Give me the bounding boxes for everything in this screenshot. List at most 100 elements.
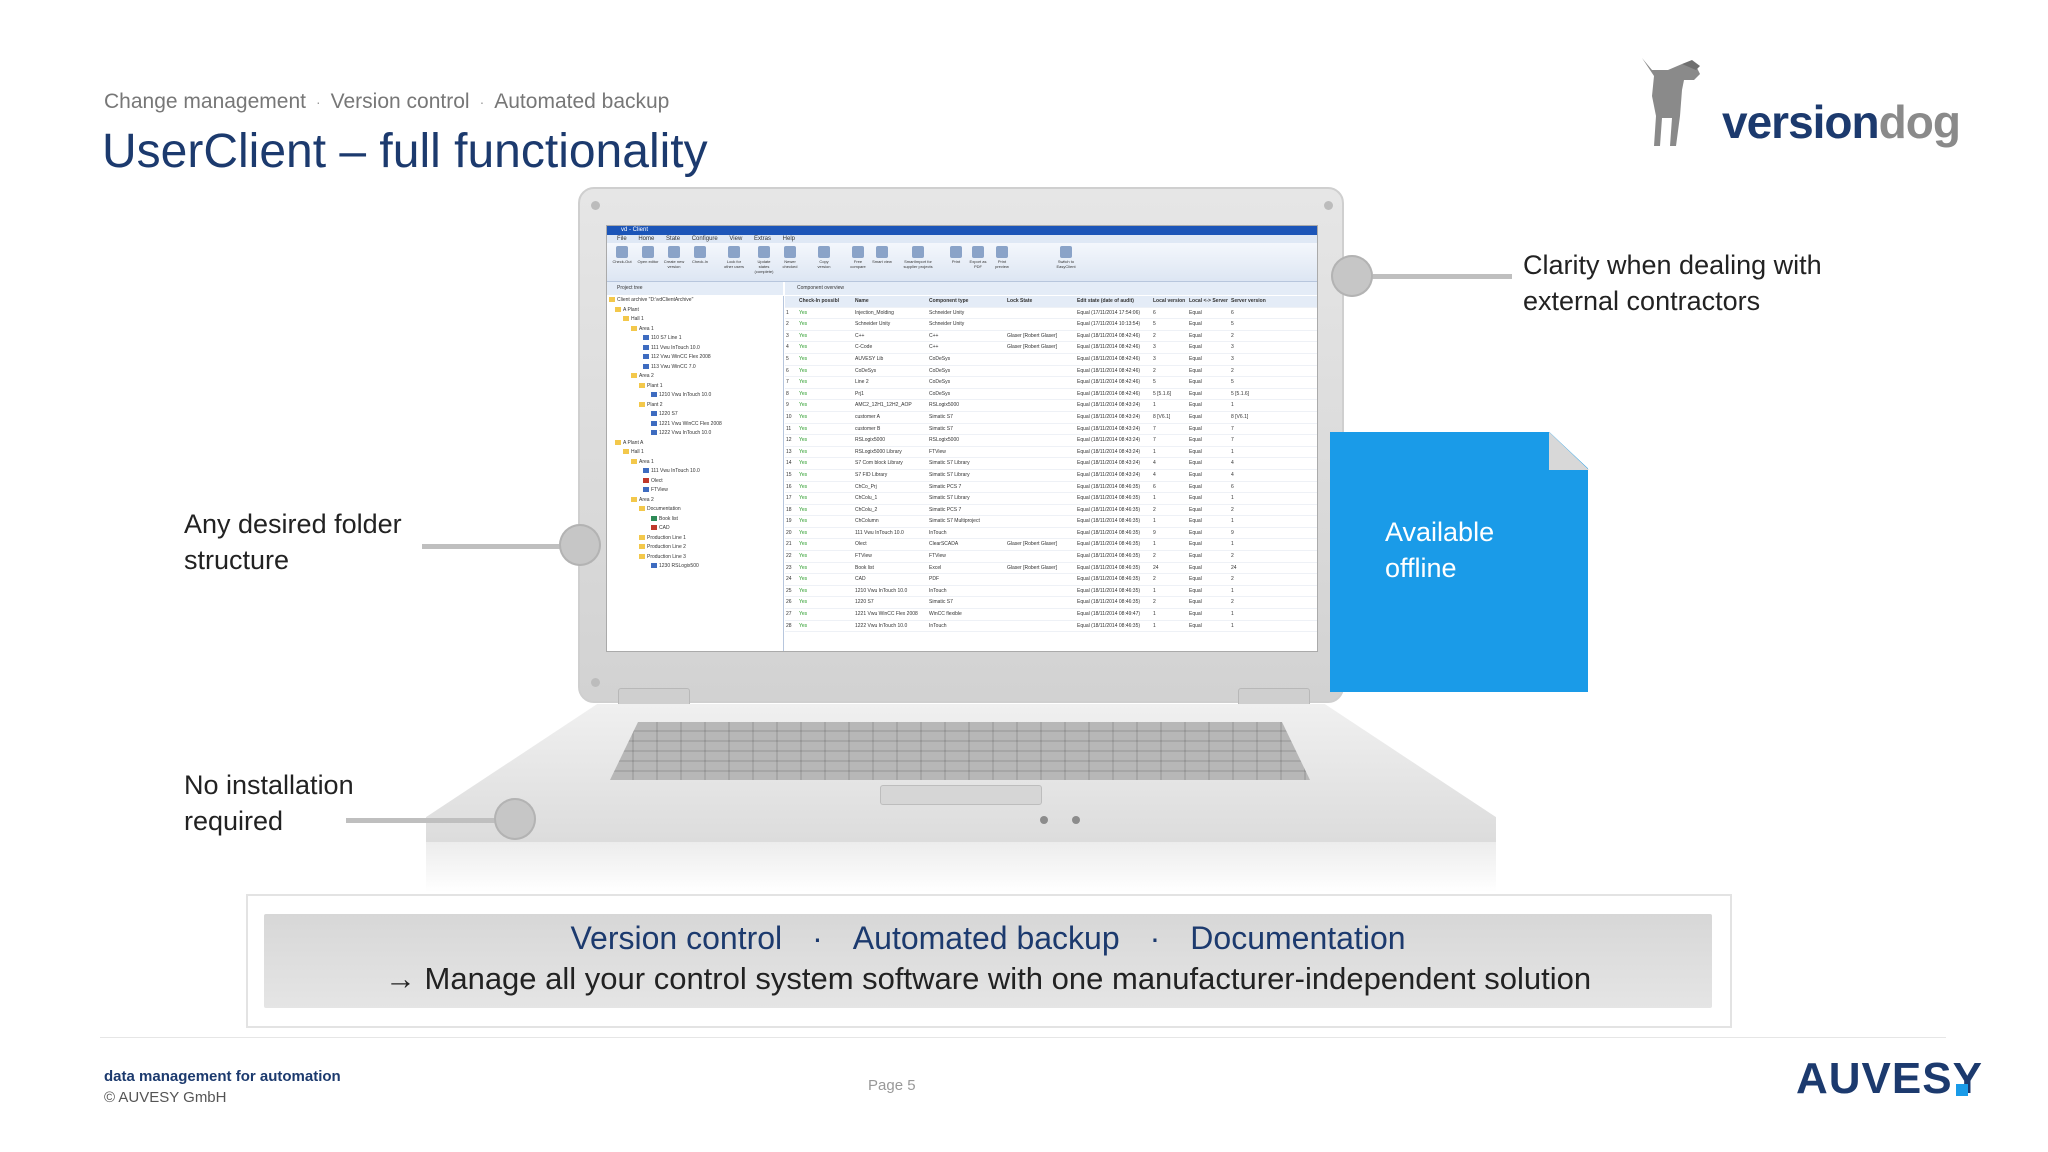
tree-item[interactable]: FTView [607, 486, 783, 496]
column-header[interactable]: Local version [1153, 298, 1186, 304]
tree-item[interactable]: 111 Vwu InTouch 10.0 [607, 344, 783, 354]
column-header[interactable]: Component type [929, 298, 969, 304]
column-header[interactable]: Lock State [1007, 298, 1033, 304]
ribbon-print-preview-button[interactable]: Print preview [991, 246, 1013, 269]
tree-item[interactable]: Plant 2 [607, 401, 783, 411]
table-cell: Line 2 [855, 379, 869, 386]
ribbon-smartimport-button[interactable]: SmartImport for supplier projects [899, 246, 937, 269]
tree-item[interactable]: A Plant [607, 306, 783, 316]
column-header[interactable]: Server version [1231, 298, 1266, 304]
tree-item[interactable]: Documentation [607, 505, 783, 515]
tree-item[interactable]: 111 Vwu InTouch 10.0 [607, 467, 783, 477]
ribbon-copy-version-button[interactable]: Copy version [813, 246, 835, 269]
menu-configure[interactable]: Configure [691, 236, 718, 242]
tree-item[interactable]: 1222 Vwu InTouch 10.0 [607, 429, 783, 439]
banner-tagline: → Manage all your control system softwar… [264, 961, 1712, 997]
tree-item[interactable]: Production Line 1 [607, 534, 783, 544]
tree-item[interactable]: Hall 1 [607, 448, 783, 458]
menu-view[interactable]: View [729, 236, 743, 242]
menu-help[interactable]: Help [782, 236, 796, 242]
ribbon-create-version-button[interactable]: Create new version [663, 246, 685, 269]
component-grid[interactable]: Check-In possible Name Component type Lo… [785, 296, 1317, 651]
tree-item[interactable]: Area 2 [607, 372, 783, 382]
tree-item[interactable]: Olect [607, 477, 783, 487]
ribbon-update-states-button[interactable]: Update states (complete) [753, 246, 775, 274]
ribbon-check-out-button[interactable]: Check-Out [611, 246, 633, 264]
menu-state[interactable]: State [666, 236, 681, 242]
ribbon-open-editor-button[interactable]: Open editor [637, 246, 659, 264]
ribbon-export-pdf-button[interactable]: Export as PDF [967, 246, 989, 269]
tree-item[interactable]: 1220 S7 [607, 410, 783, 420]
tree-item[interactable]: 1210 Vwu InTouch 10.0 [607, 391, 783, 401]
table-cell: 4 [1153, 460, 1156, 467]
project-tree[interactable]: Client archive "D:\vdClientArchive" A Pl… [607, 296, 784, 651]
table-cell: 10 [786, 413, 792, 420]
table-cell: InTouch [929, 587, 947, 594]
tree-item[interactable]: 113 Vwu WinCC 7.0 [607, 363, 783, 373]
menu-home[interactable]: Home [638, 236, 655, 242]
tree-item[interactable]: 112 Vwu WinCC Flex 2008 [607, 353, 783, 363]
tree-item[interactable]: Area 1 [607, 325, 783, 335]
table-cell: Equal (18/11/2014 08:46:35) [1077, 529, 1141, 536]
tree-item[interactable]: Area 1 [607, 458, 783, 468]
column-header[interactable]: Check-In possible [799, 298, 839, 304]
menu-file[interactable]: File [617, 236, 627, 242]
table-cell: 19 [786, 518, 792, 525]
menu-extras[interactable]: Extras [753, 236, 771, 242]
tree-item[interactable]: 1230 RSLogix500 [607, 562, 783, 572]
ribbon-print-button[interactable]: Print [945, 246, 967, 264]
table-cell: Equal (18/11/2014 08:46:35) [1077, 495, 1141, 502]
table-cell-status: Equal [1189, 529, 1202, 536]
tree-item[interactable]: Area 2 [607, 496, 783, 506]
ribbon-free-compare-button[interactable]: Free compare [847, 246, 869, 269]
tree-item[interactable]: Hall 1 [607, 315, 783, 325]
tree-item[interactable]: 1221 Vwu WinCC Flex 2008 [607, 420, 783, 430]
tree-item[interactable]: Production Line 2 [607, 543, 783, 553]
tree-item[interactable]: Book list [607, 515, 783, 525]
ribbon-newer-checked-button[interactable]: Newer checked [779, 246, 801, 269]
ribbon-check-in-button[interactable]: Check-In [689, 246, 711, 264]
tree-item[interactable]: Client archive "D:\vdClientArchive" [607, 296, 783, 306]
ribbon-lock-button[interactable]: Lock for other users [723, 246, 745, 269]
ribbon-easyclient-button[interactable]: Switch to EasyClient [1051, 246, 1081, 269]
tree-item[interactable]: Production Line 3 [607, 553, 783, 563]
column-header[interactable]: Local <-> Server [1189, 298, 1228, 304]
tree-item[interactable]: A Plant A [607, 439, 783, 449]
column-header[interactable]: Name [855, 298, 869, 304]
column-header[interactable]: Edit state (date of audit) [1077, 298, 1134, 304]
tree-item[interactable]: Plant 1 [607, 382, 783, 392]
table-cell: Simatic PCS 7 [929, 506, 962, 513]
table-cell: 2 [1153, 367, 1156, 374]
tree-item[interactable]: 110 S7 Line 1 [607, 334, 783, 344]
tree-item[interactable]: CAD [607, 524, 783, 534]
ribbon-smart-view-button[interactable]: Smart view [871, 246, 893, 264]
